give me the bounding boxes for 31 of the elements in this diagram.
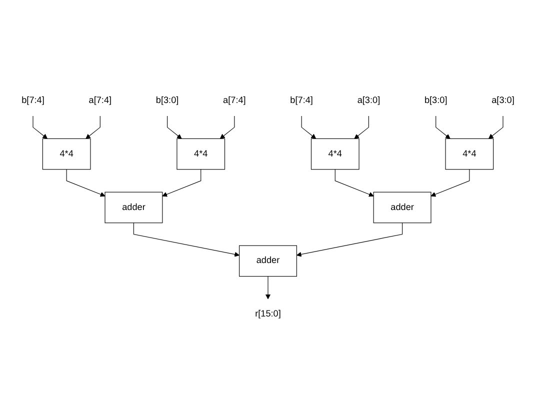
arrow	[488, 116, 504, 139]
node-text: a[7:4]	[223, 95, 246, 106]
arrow	[334, 169, 374, 197]
node-text: b[3:0]	[156, 95, 179, 106]
node-box: 4*4	[176, 138, 226, 170]
arrow	[354, 116, 369, 139]
node-text: b[7:4]	[290, 95, 313, 106]
node-box: 4*4	[42, 138, 91, 170]
arrow	[296, 222, 403, 257]
arrow	[162, 169, 202, 197]
arrow	[133, 222, 240, 257]
arrow	[220, 116, 235, 139]
node-text: a[3:0]	[492, 95, 514, 106]
node-text: b[7:4]	[22, 95, 44, 106]
arrow	[32, 116, 48, 139]
node-box: adder	[373, 192, 432, 224]
arrow	[86, 116, 100, 139]
node-text: a[3:0]	[357, 95, 380, 106]
node-text: b[3:0]	[424, 95, 448, 106]
arrow	[301, 116, 316, 139]
node-box: adder	[239, 245, 297, 277]
arrow	[66, 169, 106, 197]
arrow	[430, 169, 470, 197]
node-text: a[7:4]	[88, 95, 112, 106]
node-box: 4*4	[445, 138, 494, 170]
arrow	[167, 116, 182, 139]
node-box: 4*4	[310, 138, 360, 170]
arrow	[266, 276, 270, 300]
arrow	[436, 116, 450, 139]
node-text: r[15:0]	[255, 309, 281, 319]
node-box: adder	[104, 192, 163, 224]
